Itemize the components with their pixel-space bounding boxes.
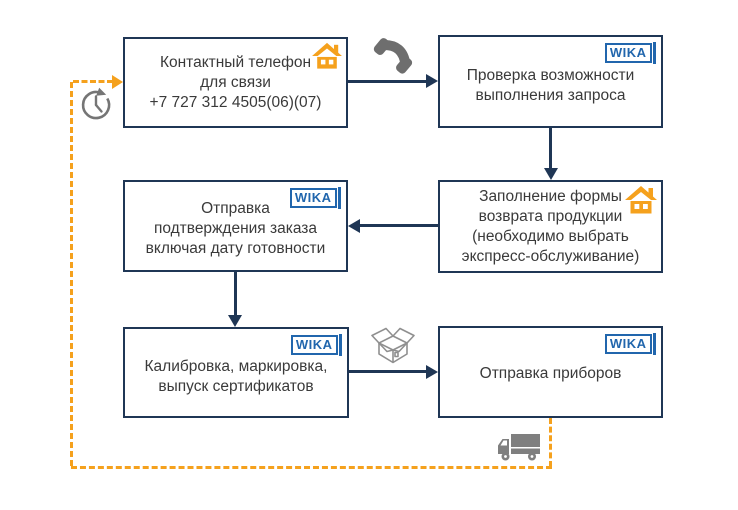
step-text-line: выпуск сертификатов [158,377,314,395]
arrow-confirm-to-calibration-head [228,315,242,327]
wika-logo: WIKA [604,42,656,64]
package-icon [371,327,415,364]
house-icon [625,186,657,214]
step-text-line: подтверждения заказа [153,220,318,237]
wika-logo: WIKA [290,334,342,356]
step-text-line: для связи [200,73,271,91]
wika-logo: WIKA [289,187,341,209]
dashed-return-arrowhead [112,75,123,89]
wika-logo: WIKA [604,333,656,355]
wika-logo-text: WIKA [604,334,652,354]
arrow-contact-to-check [348,80,428,83]
step-text-line: Проверка возможности [466,66,635,84]
step-return-form: Заполнение формы возврата продукции (нео… [438,180,663,273]
arrow-contact-to-check-head [426,74,438,88]
wika-logo-bar [338,187,341,209]
step-device-shipping: WIKA Отправка приборов [438,326,663,418]
wika-logo-bar [653,333,656,355]
arrow-check-to-form [549,128,552,169]
dashed-return-path-bottom [71,466,552,469]
step-text-line: Отправка приборов [479,365,622,382]
step-text-line: возврата продукции [478,207,623,225]
step-text-line: +7 727 312 4505(06)(07) [149,93,322,111]
wika-logo-bar [339,334,342,356]
step-text-line: Заполнение формы [479,187,622,205]
dashed-return-path-top [73,80,113,83]
arrow-confirm-to-calibration [234,272,237,316]
step-calibration: WIKA Калибровка, маркировка, выпуск серт… [123,327,349,418]
wika-logo-bar [653,42,656,64]
arrow-calibration-to-shipping-head [426,365,438,379]
step-text-line: выполнения запроса [475,86,626,104]
step-contact-phone: Контактный телефон для связи +7 727 312 … [123,37,348,128]
arrow-form-to-confirm [358,224,438,227]
step-text-line: Отправка [201,200,270,217]
step-order-confirmation: WIKA Отправка подтверждения заказа включ… [123,180,348,272]
step-text-line: включая дату готовности [145,240,326,257]
clock-icon [81,87,111,120]
wika-logo-text: WIKA [604,43,652,63]
step-text-line: Контактный телефон [159,53,312,71]
step-text-line: экспресс-обслуживание) [461,247,640,265]
step-feasibility-check: WIKA Проверка возможности выполнения зап… [438,35,663,128]
arrow-form-to-confirm-head [348,219,360,233]
step-text-line: (необходимо выбрать [472,227,629,245]
dashed-return-path-right [549,418,552,467]
truck-icon [498,434,540,461]
step-text-line: Калибровка, маркировка, [144,357,328,375]
dashed-return-path-left [70,82,73,466]
house-icon [312,42,342,69]
wika-logo-text: WIKA [290,335,338,355]
arrow-calibration-to-shipping [348,370,428,373]
phone-icon [373,38,413,74]
wika-logo-text: WIKA [289,188,337,208]
arrow-check-to-form-head [544,168,558,180]
